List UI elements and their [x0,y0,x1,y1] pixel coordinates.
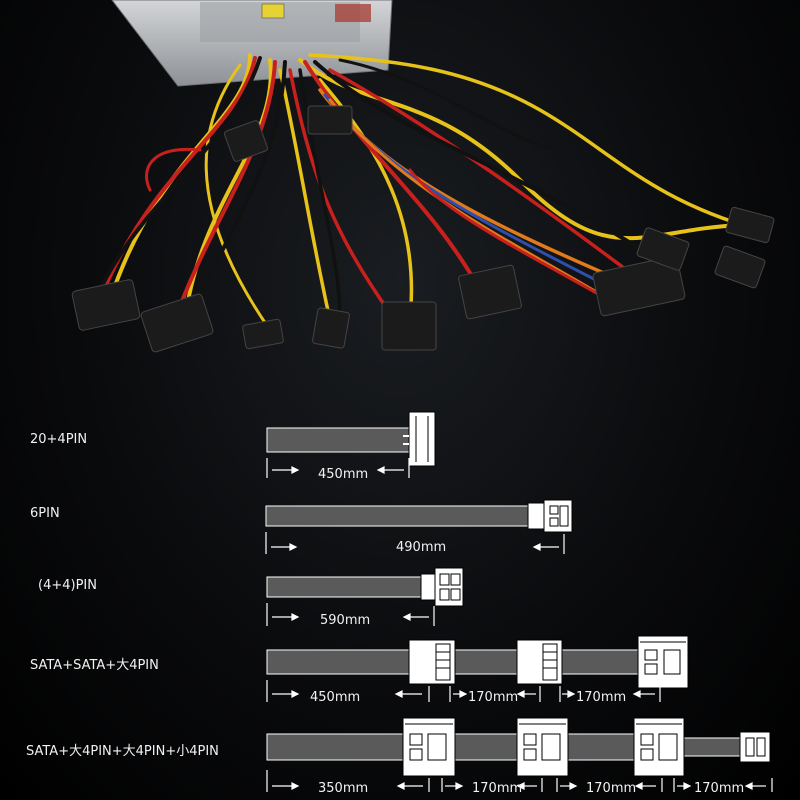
length-label: 450mm [310,690,360,705]
wire-harness [93,53,762,332]
psu-case-icon [111,0,393,87]
cable-body [683,737,741,757]
molex-connector-icon [516,717,569,777]
cable-label-pcie: 6PIN [30,506,60,521]
dimension-marker [266,458,410,478]
sata-connector-icon [307,105,353,135]
length-label: 170mm [576,690,626,705]
cable-label-sata-sata-molex: SATA+SATA+大4PIN [30,658,159,673]
cpu-8pin-connector-icon [714,245,766,289]
sata-connector-icon [458,264,522,320]
pcie-6pin-connector-icon [312,307,350,349]
cable-row-sata-sata-molex: 450mm 170mm 170mm [266,635,689,705]
floppy-4pin-connector-icon [739,731,771,763]
length-label: 350mm [318,781,368,796]
length-label: 490mm [396,540,446,555]
molex-connector-icon [637,635,689,689]
length-label: 170mm [468,690,518,705]
cable-body [454,649,518,675]
pcie-6pin-connector-icon [636,227,690,271]
cable-row-sata-molex-molex-floppy: 350mm 170mm 170mm 170mm [266,717,773,796]
sata-connector-icon [408,639,456,685]
pcie-6pin-connector-icon [527,499,573,533]
molex-connector-icon [633,717,685,777]
dimension-marker [266,680,661,702]
cable-body [454,733,518,761]
molex-connector-icon [402,717,456,777]
cable-label-sata-molex-molex-floppy: SATA+大4PIN+大4PIN+小4PIN [26,744,219,759]
cable-label-atx: 20+4PIN [30,432,88,447]
atx-24pin-connector-icon [592,255,686,317]
dimension-marker [266,770,773,792]
dimension-marker [265,532,565,554]
sata-connector-icon [381,301,437,351]
cable-row-cpu: 590mm [266,567,464,628]
cable-body [561,649,639,675]
length-label: 170mm [472,781,522,796]
cable-row-atx: 450mm [266,411,436,482]
floppy-4pin-connector-icon [242,318,284,350]
length-label: 170mm [586,781,636,796]
cpu-8pin-connector-icon [420,567,464,607]
cable-body [266,649,410,675]
dimension-marker [266,603,435,626]
sata-connector-icon [516,639,563,685]
sata-connector-icon [223,120,269,162]
molex-connector-icon [71,279,141,331]
length-label: 170mm [694,781,744,796]
psu-photo [71,0,775,353]
cable-row-pcie: 490mm [265,499,573,555]
length-label: 590mm [320,613,370,628]
cable-body [266,427,410,453]
photo-connectors [71,105,775,353]
cable-body [266,733,404,761]
cable-body [567,733,635,761]
atx-24pin-connector-icon [403,411,436,467]
cable-body [266,576,422,598]
length-label: 450mm [318,467,368,482]
cpu-8pin-connector-icon [725,206,775,244]
cable-label-cpu: (4+4)PIN [38,578,97,593]
molex-connector-icon [140,293,214,353]
cable-body [265,505,529,527]
